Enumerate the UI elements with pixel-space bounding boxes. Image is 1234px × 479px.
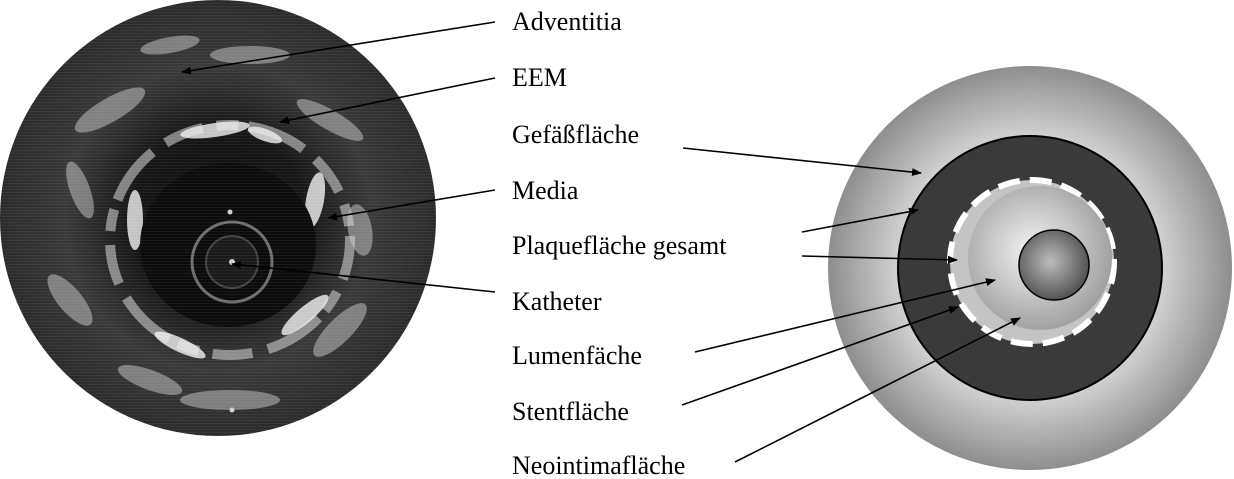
label-lumenflaeche: Lumenfäche [512,341,642,370]
ivus-image [0,0,436,436]
label-media: Media [512,176,579,205]
lumen-core [1019,230,1089,300]
label-adventitia: Adventitia [512,7,622,36]
vessel-schematic [828,66,1232,470]
label-eem: EEM [512,63,567,92]
label-neointimaflaeche: Neointimafläche [512,451,685,479]
label-stentflaeche: Stentfläche [512,397,629,426]
label-plaqueflaeche: Plaquefläche gesamt [512,231,727,260]
label-gefaessflaeche: Gefäßfläche [512,120,639,149]
label-katheter: Katheter [512,287,602,316]
